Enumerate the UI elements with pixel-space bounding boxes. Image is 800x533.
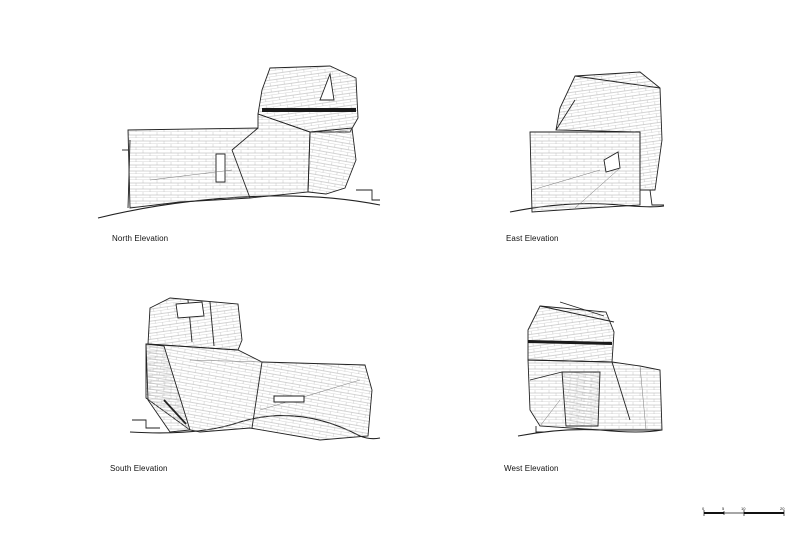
south-left-wall: [145, 343, 191, 433]
south-facet-line: [189, 359, 263, 363]
east-facet-line: [574, 75, 661, 89]
south-base-step: [132, 419, 160, 429]
north-elevation-caption: North Elevation: [112, 234, 169, 243]
south-elevation-caption: South Elevation: [110, 464, 168, 473]
scale-bar: [703, 510, 785, 516]
scale-tick-20: 20: [780, 506, 785, 511]
west-facet-line: [529, 371, 563, 381]
east-elevation-caption: East Elevation: [506, 234, 559, 243]
east-front-box: [529, 131, 641, 213]
west-facet-line: [639, 365, 647, 431]
north-elevation-drawing: [97, 65, 381, 219]
scale-tick-5: 5: [722, 506, 725, 511]
north-facet-line: [127, 139, 131, 209]
east-elevation-drawing: [509, 71, 665, 213]
west-facet-line: [559, 301, 605, 317]
west-facet-line: [539, 399, 561, 427]
east-facet-line: [555, 99, 576, 131]
west-tower: [527, 305, 615, 363]
west-facet-line: [611, 361, 631, 421]
north-wall-opening: [215, 153, 226, 183]
east-facet-line: [531, 169, 601, 191]
west-dark-band: [528, 340, 612, 345]
west-ground-line: [517, 429, 663, 437]
east-facet-line: [574, 167, 621, 209]
north-facet-line: [149, 169, 233, 181]
south-dark-edge: [163, 399, 187, 425]
west-wall-opening: [561, 371, 601, 427]
west-facet-line: [539, 305, 615, 323]
west-base-step: [535, 426, 546, 433]
south-facet-line: [259, 379, 361, 411]
east-side-step: [640, 189, 664, 206]
south-elevation-drawing: [129, 297, 381, 441]
west-elevation-caption: West Elevation: [504, 464, 559, 473]
west-elevation-drawing: [517, 301, 663, 437]
north-side-step: [356, 189, 380, 201]
south-wall-opening: [273, 395, 305, 403]
south-facet-line: [209, 301, 215, 347]
north-facet-line: [231, 149, 251, 199]
north-dark-band: [262, 108, 356, 112]
north-tower-window: [319, 72, 335, 101]
north-facet-line: [231, 127, 259, 151]
scale-tick-0: 0: [702, 506, 705, 511]
south-tower-window: [175, 301, 205, 319]
scale-tick-10: 10: [741, 506, 746, 511]
north-right-wing: [307, 127, 357, 195]
south-facet-line: [251, 361, 263, 429]
